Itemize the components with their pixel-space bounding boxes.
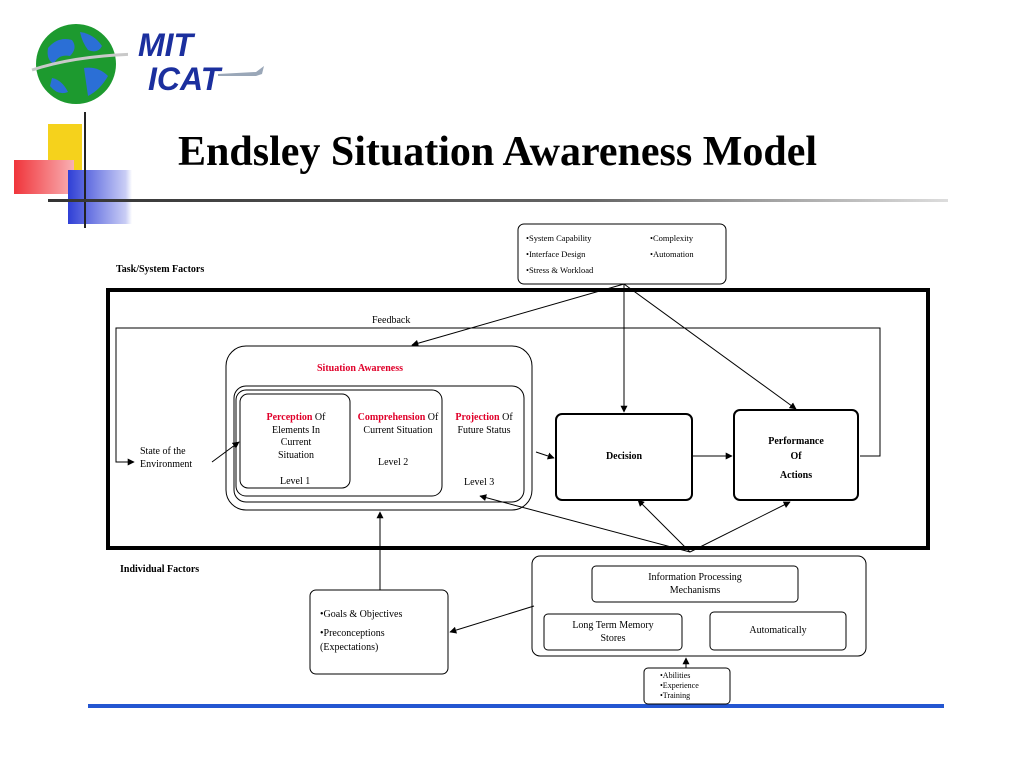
- arrow-task-to-sa: [411, 283, 625, 347]
- abilities-box: [643, 667, 731, 705]
- task-factor-item: •System Capability: [526, 233, 592, 243]
- task-factor-item: •Complexity: [650, 233, 694, 243]
- env-line: Environment: [140, 458, 193, 470]
- task-factors-box: [517, 223, 727, 285]
- ltm-line: Long Term Memory: [572, 620, 654, 631]
- abilities-text: •Abilities •Experience •Training: [660, 671, 699, 701]
- logo: MIT ICAT: [28, 18, 264, 110]
- comprehension-line: Current Situation: [363, 424, 433, 436]
- task-factor-item: •Automation: [650, 249, 694, 259]
- ltm-box: [543, 613, 683, 651]
- perception-line: Current: [280, 437, 312, 448]
- decision-box: [555, 413, 693, 501]
- performance-box: [733, 409, 859, 501]
- task-factors-left: •System Capability •Interface Design •St…: [526, 230, 593, 278]
- perception-keyword: Perception: [266, 412, 313, 423]
- performance-label: Performance Of Actions: [734, 434, 858, 483]
- decision-label: Decision: [605, 451, 643, 462]
- info-processing-box: [591, 565, 799, 603]
- arrow-individual-to-level3: [479, 494, 691, 553]
- level-2-label: Level 2: [378, 457, 409, 468]
- task-factors-right: •Complexity •Automation: [650, 230, 694, 262]
- situation-awareness-label: Situation Awareness: [317, 363, 404, 374]
- logo-line1: MIT: [138, 27, 194, 63]
- airplane-icon: [218, 66, 264, 76]
- performance-line: Performance: [768, 436, 824, 447]
- comprehension-of: Of: [425, 412, 439, 423]
- arrow-env-to-perception: [211, 441, 240, 463]
- perception-of: Of: [312, 412, 326, 423]
- arrow-sa-to-decision: [535, 451, 555, 460]
- logo-text: MIT ICAT: [138, 28, 220, 96]
- arrow-task-to-performance: [623, 283, 797, 410]
- globe-icon: [31, 24, 128, 104]
- comprehension-text: Comprehension Of Current Situation: [350, 412, 446, 437]
- perception-line: Situation: [277, 449, 315, 461]
- task-system-factors-label: Task/System Factors: [116, 264, 205, 275]
- feedback-label: Feedback: [372, 315, 411, 326]
- perception-text: Perception Of Elements In Current Situat…: [246, 412, 346, 462]
- individual-factors-label: Individual Factors: [120, 564, 200, 575]
- level-1-label: Level 1: [280, 476, 311, 487]
- sa-outer-box: [225, 345, 533, 511]
- env-line: State of the: [140, 446, 186, 457]
- feedback-line: [115, 327, 881, 466]
- red-square: [14, 160, 74, 194]
- info-line: Mechanisms: [669, 584, 721, 596]
- info-line: Information Processing: [648, 572, 742, 583]
- automatically-text: Automatically: [749, 625, 807, 636]
- logo-line2: ICAT: [148, 61, 221, 97]
- goals-text: •Goals & Objectives •Preconceptions (Exp…: [320, 608, 402, 655]
- goals-line: •Goals & Objectives: [320, 609, 403, 620]
- abilities-line: •Training: [660, 691, 691, 700]
- abilities-line: •Abilities: [660, 671, 691, 680]
- arrow-individual-to-decision: [637, 499, 691, 553]
- ltm-line: Stores: [600, 632, 626, 644]
- goals-box: [309, 589, 449, 675]
- level-3-label: Level 3: [464, 477, 495, 488]
- goals-line: (Expectations): [320, 642, 379, 653]
- slide-title: Endsley Situation Awareness Model: [178, 129, 818, 175]
- bottom-rule: [88, 704, 944, 708]
- vertical-rule: [84, 112, 86, 228]
- system-frame: [106, 288, 930, 550]
- arrow-individual-to-goals: [449, 605, 535, 634]
- projection-of: Of: [499, 412, 513, 423]
- task-factor-item: •Stress & Workload: [526, 265, 594, 275]
- abilities-line: •Experience: [660, 681, 699, 690]
- task-factor-item: •Interface Design: [526, 249, 586, 259]
- horizontal-rule: [48, 199, 948, 202]
- perception-line: Elements In: [271, 424, 321, 436]
- automatic-box: [709, 611, 847, 651]
- info-processing-text: Information Processing Mechanisms: [592, 572, 798, 597]
- ltm-text: Long Term Memory Stores: [544, 620, 682, 645]
- blue-square: [68, 170, 132, 224]
- projection-keyword: Projection: [455, 412, 500, 423]
- state-of-environment: State of the Environment: [140, 446, 192, 471]
- performance-line: Actions: [779, 470, 813, 481]
- sa-inner-box-1: [239, 393, 351, 489]
- projection-text: Projection Of Future Status: [446, 412, 522, 437]
- comprehension-keyword: Comprehension: [357, 412, 426, 423]
- projection-line: Future Status: [457, 424, 511, 436]
- arrow-individual-to-performance: [689, 501, 791, 553]
- goals-line: •Preconceptions: [320, 628, 385, 639]
- performance-line: Of: [790, 451, 802, 462]
